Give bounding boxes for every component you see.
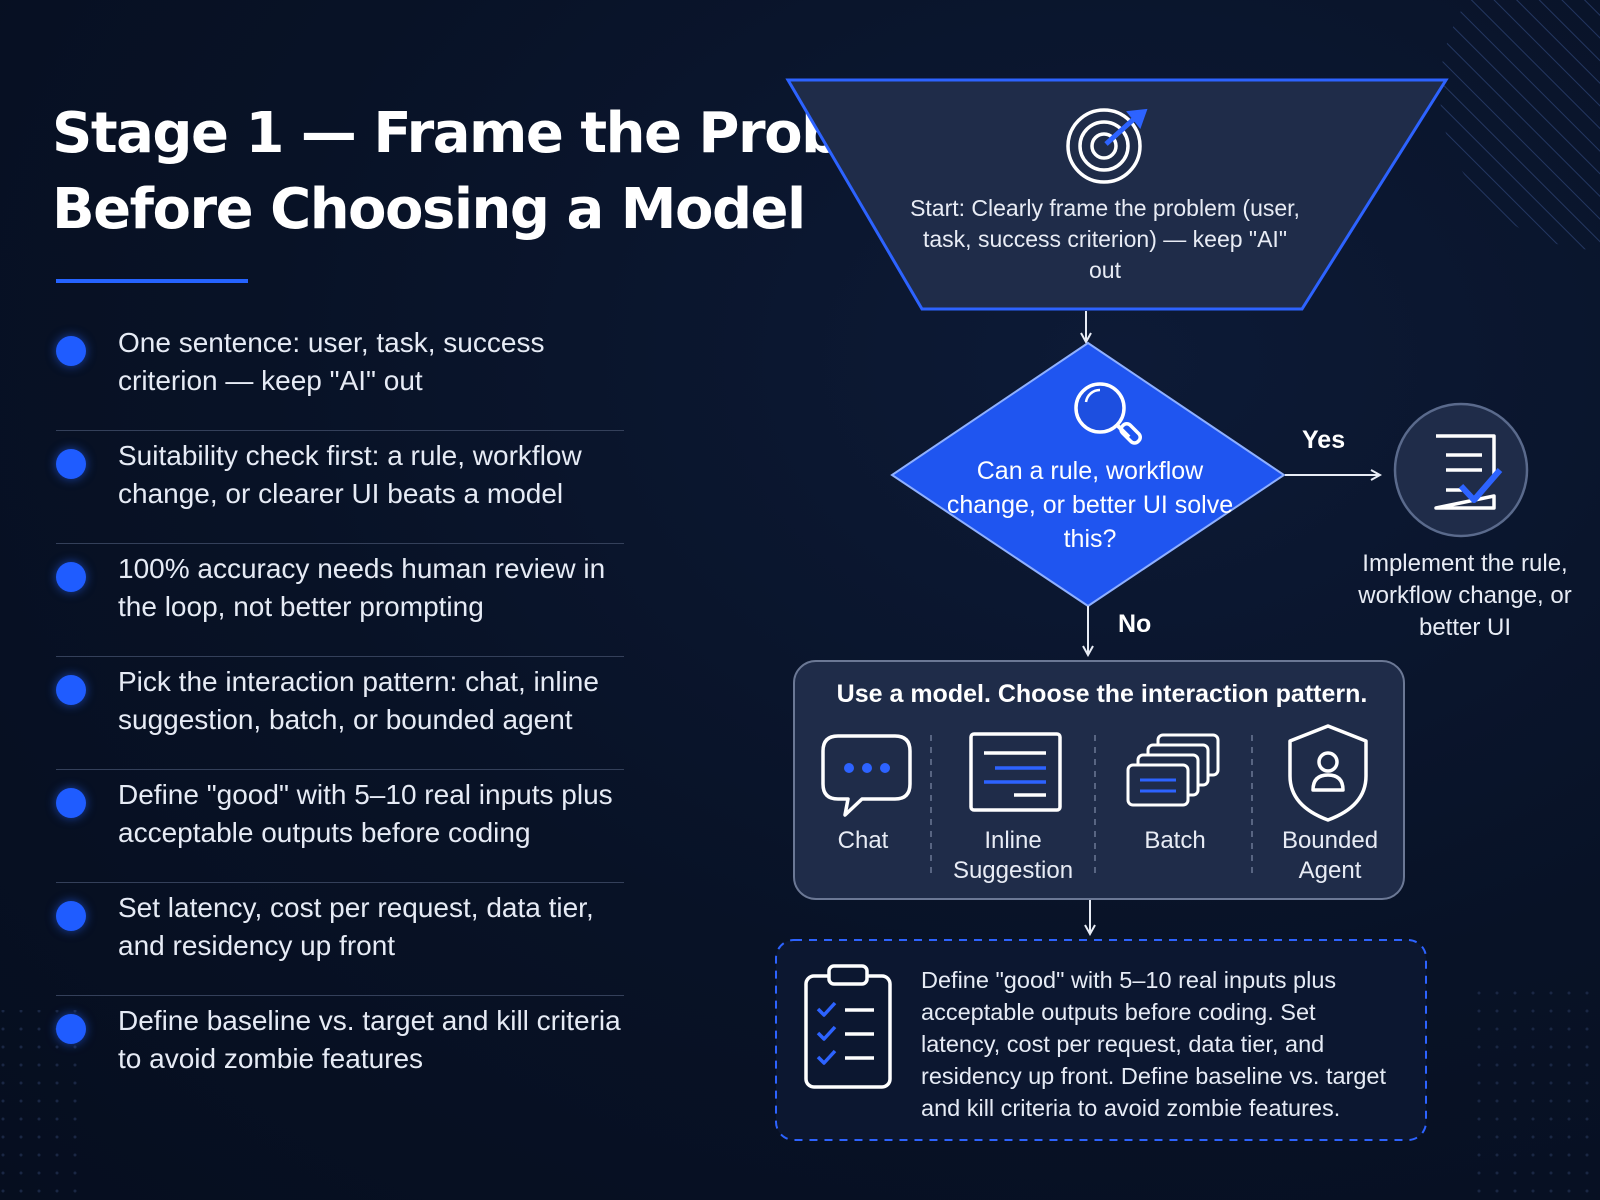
decision-text: Can a rule, workflow change, or better U… (946, 457, 1234, 553)
bullet-text: Pick the interaction pattern: chat, inli… (118, 666, 599, 735)
chat-bubble-icon (821, 734, 912, 817)
start-box (785, 78, 1449, 311)
bullet-text: Set latency, cost per request, data tier… (118, 892, 594, 961)
bullet-item: Pick the interaction pattern: chat, inli… (56, 657, 624, 770)
bullet-divider (56, 995, 624, 996)
bullet-divider (56, 882, 624, 883)
bullet-text: 100% accuracy needs human review in the … (118, 553, 606, 622)
bullet-divider (56, 543, 624, 544)
title-line-2: Before Choosing a Model (52, 177, 806, 242)
bullet-text: Suitability check first: a rule, workflo… (118, 440, 582, 509)
stacked-cards-icon (1126, 733, 1220, 807)
yes-outcome-text: Implement the rule, workflow change, or … (1358, 550, 1572, 641)
bullet-dot (56, 901, 86, 931)
clipboard-checklist-icon (804, 964, 892, 1089)
bullet-dot (56, 336, 86, 366)
bullet-item: Define baseline vs. target and kill crit… (56, 996, 624, 1109)
bullet-dot (56, 675, 86, 705)
text-lines-icon (969, 732, 1062, 812)
bullet-item: 100% accuracy needs human review in the … (56, 544, 624, 657)
target-icon (1066, 108, 1148, 184)
bullet-dot (56, 449, 86, 479)
define-text: Define "good" with 5–10 real inputs plus… (921, 967, 1387, 1121)
start-text: Start: Clearly frame the problem (user, … (910, 195, 1300, 283)
model-box-heading: Use a model. Choose the interaction patt… (836, 680, 1368, 708)
shield-user-icon (1288, 724, 1368, 822)
bullet-divider (56, 656, 624, 657)
bullet-dot (56, 788, 86, 818)
bullet-dot (56, 1014, 86, 1044)
model-box (793, 660, 1405, 900)
bullet-dot (56, 562, 86, 592)
magnifier-icon (1074, 382, 1142, 445)
bullet-list: One sentence: user, task, success criter… (56, 318, 624, 1109)
bullet-text: Define baseline vs. target and kill crit… (118, 1005, 621, 1074)
bullet-divider (56, 430, 624, 431)
pattern-label-chat: Chat (837, 827, 889, 854)
checklist-document-icon (1434, 434, 1503, 510)
yes-label: Yes (1302, 426, 1346, 454)
title-underline (56, 279, 248, 283)
bullet-item: Suitability check first: a rule, workflo… (56, 431, 624, 544)
bullet-divider (56, 769, 624, 770)
pattern-label-inline-suggestion: Inline Suggestion (952, 827, 1074, 884)
bullet-text: Define "good" with 5–10 real inputs plus… (118, 779, 613, 848)
define-box (775, 939, 1427, 1141)
pattern-label-bounded-agent: Bounded Agent (1281, 827, 1379, 884)
bullet-item: One sentence: user, task, success criter… (56, 318, 624, 431)
bullet-item: Define "good" with 5–10 real inputs plus… (56, 770, 624, 883)
pattern-label-batch: Batch (1144, 827, 1206, 854)
no-label: No (1118, 610, 1152, 638)
bullet-text: One sentence: user, task, success criter… (118, 327, 545, 396)
bullet-item: Set latency, cost per request, data tier… (56, 883, 624, 996)
